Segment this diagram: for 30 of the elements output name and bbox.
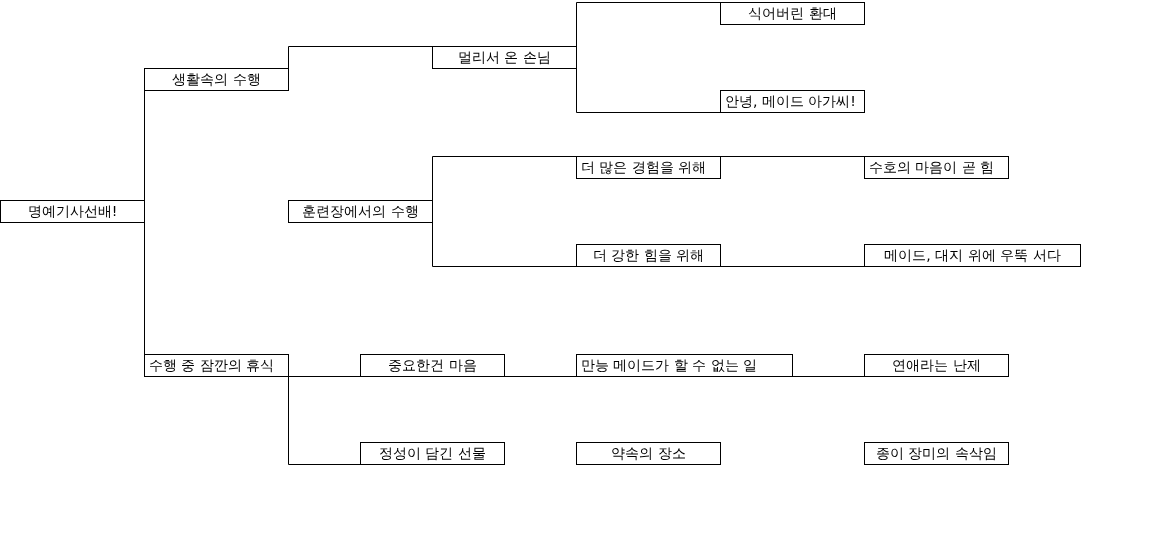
- connector-line: [432, 221, 577, 267]
- entry-box: 만능 메이드가 할 수 없는 일: [576, 354, 793, 377]
- entry-box: 종이 장미의 속삭임: [864, 442, 1009, 465]
- connector-line: [144, 90, 145, 201]
- connector-line: [719, 156, 865, 157]
- entry-box: 메이드, 대지 위에 우뚝 서다: [864, 244, 1081, 267]
- entry-box: 안녕, 메이드 아가씨!: [720, 90, 865, 113]
- connector-line: [288, 375, 361, 465]
- entry-box: 정성이 담긴 선물: [360, 442, 505, 465]
- entry-box: 식어버린 환대: [720, 2, 865, 25]
- entry-box: 생활속의 수행: [144, 68, 289, 91]
- connector-line: [576, 67, 721, 113]
- connector-line: [719, 266, 865, 267]
- entry-box: 멀리서 온 손님: [432, 46, 577, 69]
- connector-line: [144, 221, 145, 355]
- entry-box: 중요한건 마음: [360, 354, 505, 377]
- entry-box: 연애라는 난제: [864, 354, 1009, 377]
- entry-box: 수행 중 잠깐의 휴식: [144, 354, 289, 377]
- connector-line: [432, 156, 577, 201]
- entry-box: 훈련장에서의 수행: [288, 200, 433, 223]
- entry-box: 약속의 장소: [576, 442, 721, 465]
- entry-box: 수호의 마음이 곧 힘: [864, 156, 1009, 179]
- connector-line: [287, 376, 361, 377]
- connector-line: [503, 376, 577, 377]
- entry-box: 더 많은 경험을 위해: [576, 156, 721, 179]
- entry-box: 더 강한 힘을 위해: [576, 244, 721, 267]
- connector-line: [791, 376, 865, 377]
- connector-line: [576, 2, 721, 47]
- entry-box: 명예기사선배!: [0, 200, 145, 223]
- connector-line: [288, 46, 433, 69]
